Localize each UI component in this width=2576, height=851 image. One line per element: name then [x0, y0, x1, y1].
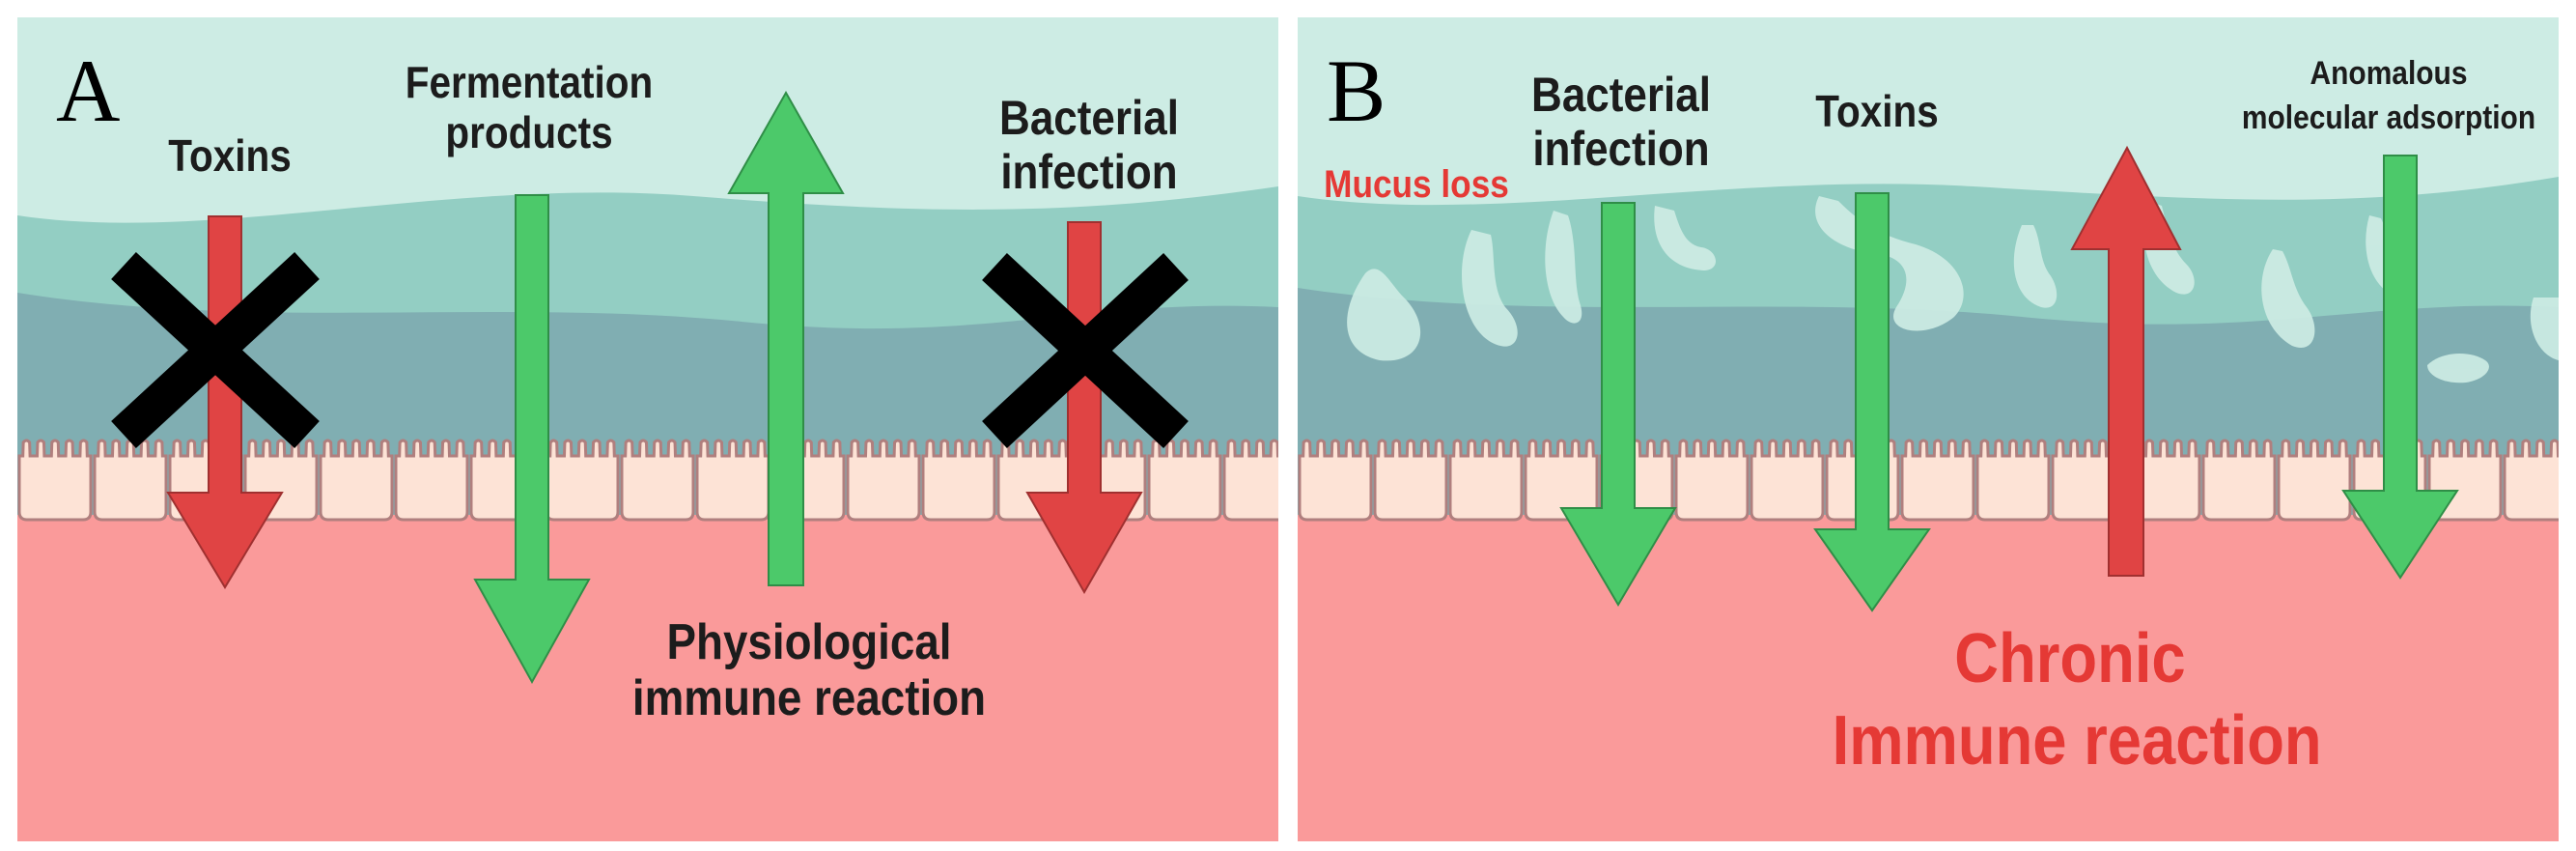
epithelial-cell — [545, 439, 620, 522]
epithelial-cell — [1373, 439, 1448, 522]
fermentation-products-arrow — [473, 194, 591, 685]
chronic-immune-reaction-label: Chronic Immune reaction — [1832, 620, 2322, 780]
epithelial-cell — [620, 439, 695, 522]
panel-a-illustration — [17, 17, 1278, 841]
chronic-immune-arrow — [2070, 145, 2182, 577]
toxins-block-x-icon — [111, 252, 320, 448]
toxins-label: Toxins — [1815, 86, 1939, 136]
physiological-immune-arrow — [727, 90, 845, 586]
epithelial-cell — [1674, 439, 1750, 522]
epithelial-cell — [2277, 439, 2352, 522]
epithelial-cell-layer — [1298, 439, 2559, 522]
toxins-label: Toxins — [168, 130, 292, 181]
bacterial-infection-arrow-blocked — [1025, 221, 1143, 595]
mucus-loss-label: Mucus loss — [1324, 163, 1509, 206]
panel-a-healthy-gut: A Toxins Fermentation products Bacterial… — [17, 17, 1278, 841]
epithelial-cell — [17, 439, 93, 522]
epithelial-cell — [319, 439, 394, 522]
bacterial-infection-label: Bacterial infection — [1531, 68, 1711, 176]
epithelial-cell — [93, 439, 168, 522]
anomalous-molecular-adsorption-label: Anomalous molecular adsorption — [2241, 55, 2536, 136]
epithelial-cell — [2503, 439, 2559, 522]
bacterial-infection-arrow — [1559, 202, 1677, 607]
toxins-arrow — [1813, 192, 1931, 612]
panel-b-illustration — [1298, 17, 2559, 841]
epithelial-cell — [1222, 439, 1278, 522]
epithelial-cell — [2201, 439, 2277, 522]
epithelial-cell — [1298, 439, 1373, 522]
epithelial-cell — [695, 439, 770, 522]
epithelial-cell — [394, 439, 469, 522]
epithelial-cell — [1900, 439, 1975, 522]
bacterial-block-x-icon — [982, 253, 1189, 448]
anomalous-adsorption-arrow — [2341, 155, 2459, 580]
epithelial-cell-layer — [17, 439, 1278, 522]
epithelial-cell — [921, 439, 996, 522]
epithelial-cell — [2126, 439, 2201, 522]
epithelial-cell — [1975, 439, 2051, 522]
fermentation-products-label: Fermentation products — [405, 57, 654, 157]
lamina-propria — [1298, 515, 2559, 841]
toxins-arrow-blocked — [166, 215, 284, 589]
panel-a-letter: A — [56, 42, 121, 140]
panel-b-inflamed-gut: B Mucus loss Bacterial infection Toxins … — [1298, 17, 2559, 841]
panel-b-letter: B — [1327, 42, 1386, 140]
physiological-immune-reaction-label: Physiological immune reaction — [631, 614, 987, 727]
bacterial-infection-label: Bacterial infection — [999, 91, 1179, 199]
epithelial-cell — [846, 439, 921, 522]
epithelial-cell — [1448, 439, 1524, 522]
epithelial-cell — [1750, 439, 1825, 522]
epithelial-cell — [1147, 439, 1222, 522]
